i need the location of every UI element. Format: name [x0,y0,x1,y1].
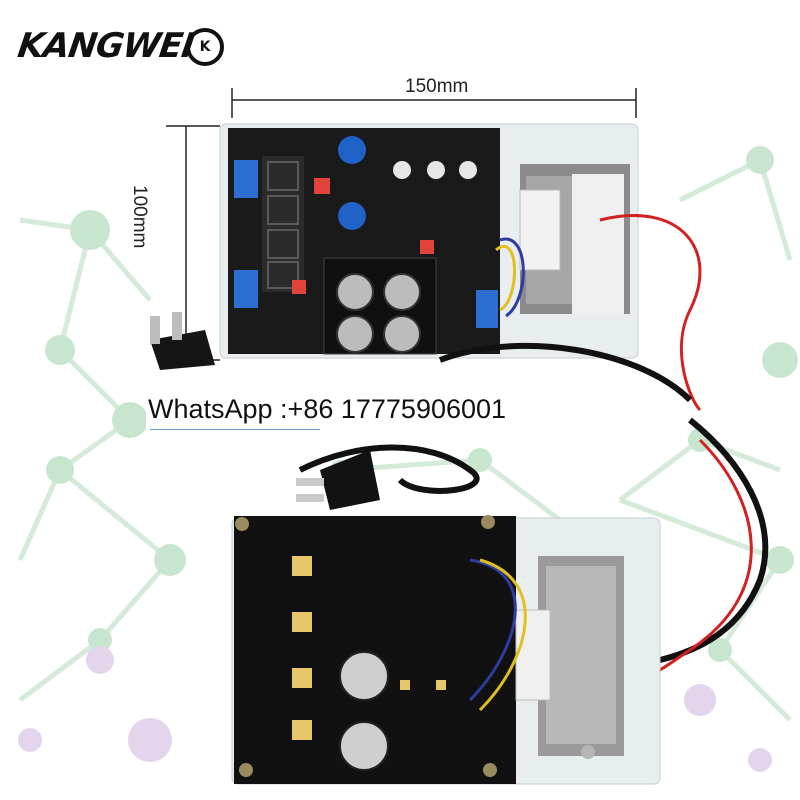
brand-logo-badge: K [186,28,224,66]
whatsapp-contact-text: WhatsApp :+86 17775906001 [148,394,507,424]
contact-banner [146,392,666,432]
width-dimension-label: 150mm [405,76,469,97]
contact-underline [150,429,320,430]
